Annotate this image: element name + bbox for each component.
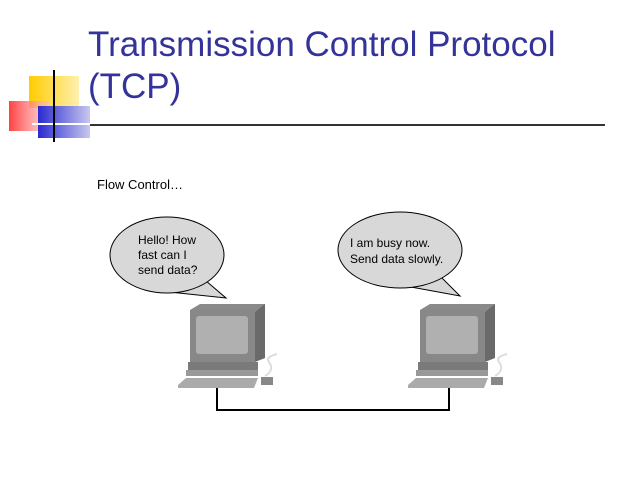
slide-subtitle: Flow Control… — [97, 177, 183, 192]
bubble-left-line2: fast can I — [138, 248, 187, 262]
bubble-left-line1: Hello! How — [138, 233, 196, 247]
bubble-left-line3: send data? — [138, 263, 198, 277]
title-line-1: Transmission Control Protocol — [88, 25, 556, 64]
speech-bubble-right: I am busy now. Send data slowly. — [337, 211, 463, 297]
bubble-right-line2: Send data slowly. — [350, 252, 443, 266]
speech-bubble-left: Hello! How fast can I send data? — [109, 216, 228, 299]
bubble-right-line1: I am busy now. — [350, 236, 430, 250]
decorative-squares-logo — [9, 70, 100, 142]
computer-right-icon — [407, 303, 508, 389]
network-cable — [216, 385, 450, 411]
slide-title: Transmission Control Protocol (TCP) — [88, 24, 555, 108]
title-line-2: (TCP) — [88, 67, 182, 106]
computer-left-icon — [178, 304, 278, 388]
